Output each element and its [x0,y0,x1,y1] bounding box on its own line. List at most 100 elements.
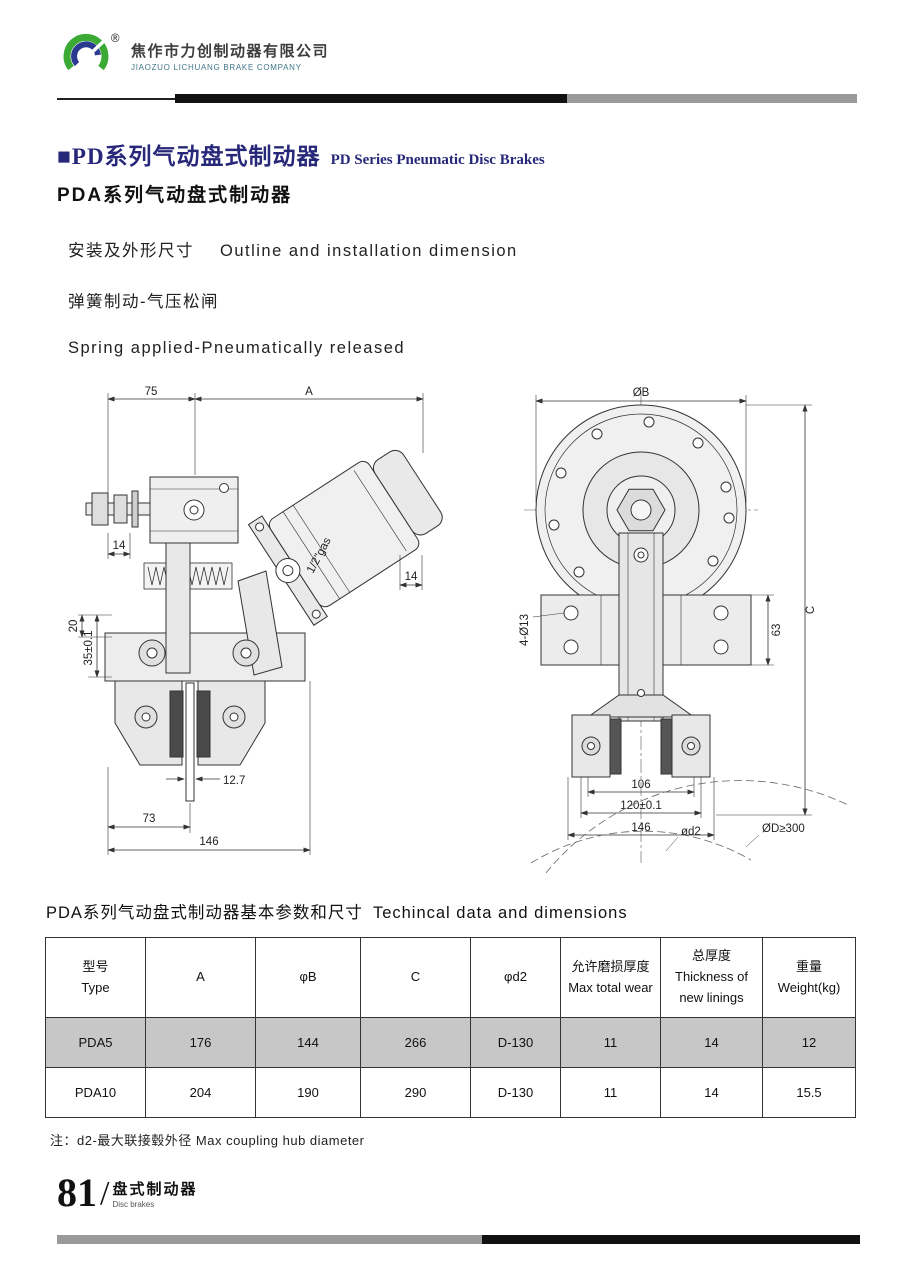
dim-120: 120±0.1 [620,800,662,812]
footer-divider [57,1235,860,1244]
logo-slash [67,38,107,76]
cell-a: 176 [145,1017,256,1068]
dim-od2: ød2 [681,826,701,838]
dimension-bottom-front [567,777,715,840]
front-view-drawing: ØB [519,387,849,874]
logo-green-swirl [63,33,109,71]
dim-c: C [805,606,817,614]
cylinder-face [535,404,747,616]
pneumatic-cylinder [247,449,443,626]
cell-c: 266 [360,1017,471,1068]
dim-146-right: 146 [631,822,650,834]
header: ® 焦作市力创制动器有限公司 JIAOZUO LICHUANG BRAKE CO… [55,28,900,84]
table-title-cn: PDA系列气动盘式制动器基本参数和尺寸 [46,904,363,922]
brake-pads-and-disc [134,682,246,802]
footer-gray-bar [57,1235,482,1244]
logo-blue-swirl [71,41,101,69]
description-line-1: 安装及外形尺寸 Outline and installation dimensio… [68,237,900,261]
cell-weight: 15.5 [762,1067,856,1118]
push-rod-assembly [85,476,239,544]
footnote: 注：d2-最大联接毂外径 Max coupling hub diameter [50,1133,365,1148]
dimension-20-35 [78,614,112,678]
table-title: PDA系列气动盘式制动器基本参数和尺寸 Techincal data and di… [46,899,900,923]
dim-4-o13: 4-Ø13 [519,614,531,646]
header-black-bar [175,94,567,103]
footer-label-cn: 盘式制动器 [112,1181,198,1198]
desc-outline-cn: 安装及外形尺寸 [68,242,194,260]
dim-14-right: 14 [405,571,418,583]
page-title-en: PD Series Pneumatic Disc Brakes [330,152,545,168]
table-row-pda5: PDA5 176 144 266 D-130 11 14 12 [45,1017,856,1068]
desc-outline-en: Outline and installation dimension [220,242,518,260]
brake-pads-front [571,689,711,778]
dim-20: 20 [68,620,80,633]
header-divider [57,94,857,103]
cell-c: 290 [360,1067,471,1118]
series-subtitle: PDA系列气动盘式制动器 [57,185,293,206]
cell-wear: 11 [560,1017,661,1068]
description-line-3: Spring applied-Pneumatically released [68,339,406,357]
page-number-slash: / [100,1175,110,1213]
cell-b: 190 [255,1067,361,1118]
description-line-2: 弹簧制动-气压松闸 [68,293,219,311]
caliper-body [104,542,306,766]
footer-black-bar [482,1235,860,1244]
col-b: φB [255,937,361,1018]
company-logo: ® [63,33,120,76]
dimension-top [107,393,424,497]
dim-14-left: 14 [113,540,126,552]
description-block: 安装及外形尺寸 Outline and installation dimensio… [68,237,900,358]
dim-ob: ØB [633,387,650,399]
side-view-drawing: 75 A 1/2"gas [68,386,443,855]
dimension-ob [535,395,747,503]
cell-thickness: 14 [660,1017,763,1068]
col-a: A [145,937,256,1018]
dimension-bottom [107,681,311,855]
page-number: 81 [57,1170,97,1215]
cell-d2: D-130 [470,1017,561,1068]
dim-A: A [305,386,313,398]
footer-labels: 盘式制动器 Disc brakes [112,1178,197,1209]
dim-35: 35±0.1 [83,630,95,665]
cell-type: PDA10 [45,1067,146,1118]
table-title-en: Techincal data and dimensions [372,904,628,922]
header-gray-bar [567,94,857,103]
page-title: ■PD系列气动盘式制动器 PD Series Pneumatic Disc Br… [57,137,900,171]
cell-weight: 12 [762,1017,856,1068]
page-title-cn: ■PD系列气动盘式制动器 [57,144,321,169]
disc-arcs [530,780,849,874]
dim-od300: ØD≥300 [762,823,805,835]
dimension-63 [751,594,774,666]
dim-od2-leader [665,836,679,852]
company-name-block: 焦作市力创制动器有限公司 JIAOZUO LICHUANG BRAKE COMP… [131,40,329,72]
col-d2: φd2 [470,937,561,1018]
col-c: C [360,937,471,1018]
cell-b: 144 [255,1017,361,1068]
page-footer: 81 / 盘式制动器 Disc brakes [57,1170,900,1215]
dim-od300-leader [745,834,760,848]
dim-4-o13-leader [532,612,565,618]
dim-146-left: 146 [199,836,218,848]
technical-drawings: 75 A 1/2"gas [68,385,900,875]
company-name-en: JIAOZUO LICHUANG BRAKE COMPANY [131,63,302,72]
dim-73: 73 [143,813,156,825]
dim-75: 75 [145,386,158,398]
dimension-14-left [107,533,131,559]
dimension-c [716,404,812,816]
dim-12-7: 12.7 [223,775,245,787]
table-row-pda10: PDA10 204 190 290 D-130 11 14 15.5 [45,1067,856,1118]
cell-d2: D-130 [470,1067,561,1118]
registered-mark: ® [111,33,120,45]
cell-wear: 11 [560,1067,661,1118]
cell-a: 204 [145,1067,256,1118]
footer-label-en: Disc brakes [112,1200,155,1209]
dimension-14-right [399,555,423,590]
cell-type: PDA5 [45,1017,146,1068]
